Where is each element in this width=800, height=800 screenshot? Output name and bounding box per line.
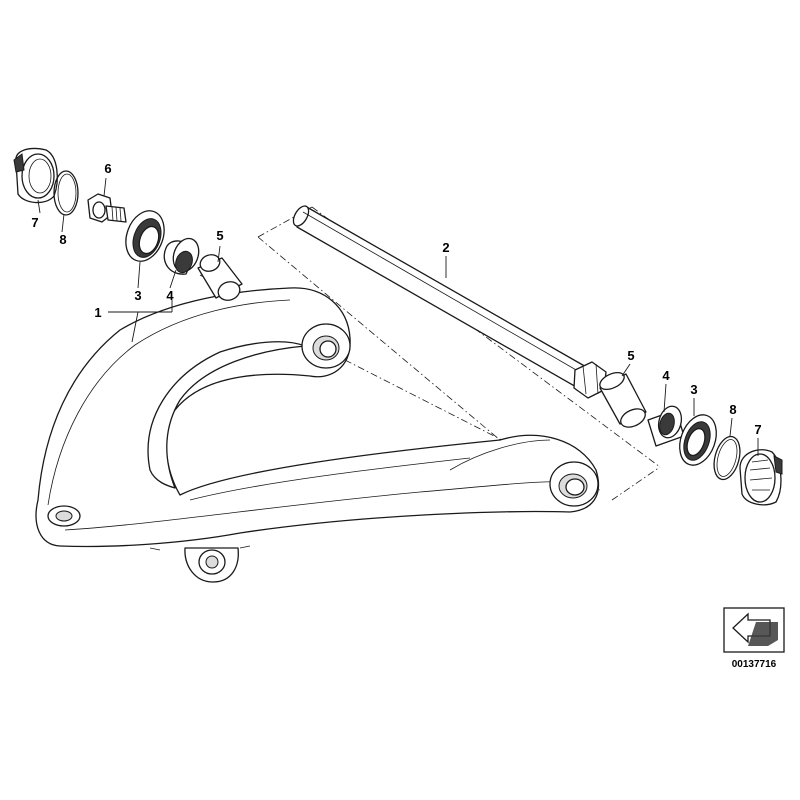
callout-6: 6 bbox=[104, 161, 111, 176]
o-ring-right bbox=[713, 435, 741, 481]
callout-8-right: 8 bbox=[729, 402, 736, 417]
cover-cap-right bbox=[739, 449, 783, 506]
spacer-bushing-left bbox=[197, 254, 243, 301]
callout-3-right: 3 bbox=[690, 382, 697, 397]
callout-4-left: 4 bbox=[166, 288, 174, 303]
callout-7-left: 7 bbox=[31, 215, 38, 230]
callout-8-left: 8 bbox=[59, 232, 66, 247]
callout-5-left: 5 bbox=[216, 228, 223, 243]
ball-bearing-left bbox=[125, 210, 165, 262]
callout-2: 2 bbox=[442, 240, 449, 255]
reference-code: 00137716 bbox=[732, 659, 777, 670]
reference-badge: 00137716 bbox=[723, 607, 785, 670]
spacer-bushing-right bbox=[599, 371, 647, 428]
leader-lines bbox=[37, 177, 759, 456]
arrow-shadow bbox=[748, 622, 778, 646]
needle-bearing-right bbox=[647, 405, 685, 447]
swing-arm bbox=[35, 287, 600, 583]
callout-3-left: 3 bbox=[134, 288, 141, 303]
callout-4-right: 4 bbox=[662, 368, 670, 383]
bolt bbox=[87, 193, 127, 223]
callout-7-right: 7 bbox=[754, 422, 761, 437]
cover-cap-left bbox=[13, 147, 58, 204]
needle-bearing-left bbox=[163, 237, 200, 275]
pivot-shaft bbox=[292, 205, 607, 399]
ball-bearing-right bbox=[679, 414, 717, 466]
callout-1: 1 bbox=[94, 305, 101, 320]
o-ring-left bbox=[53, 170, 79, 216]
callout-labels: 7 8 6 5 3 4 1 2 5 4 3 8 7 bbox=[31, 161, 761, 437]
callout-5-right: 5 bbox=[627, 348, 634, 363]
